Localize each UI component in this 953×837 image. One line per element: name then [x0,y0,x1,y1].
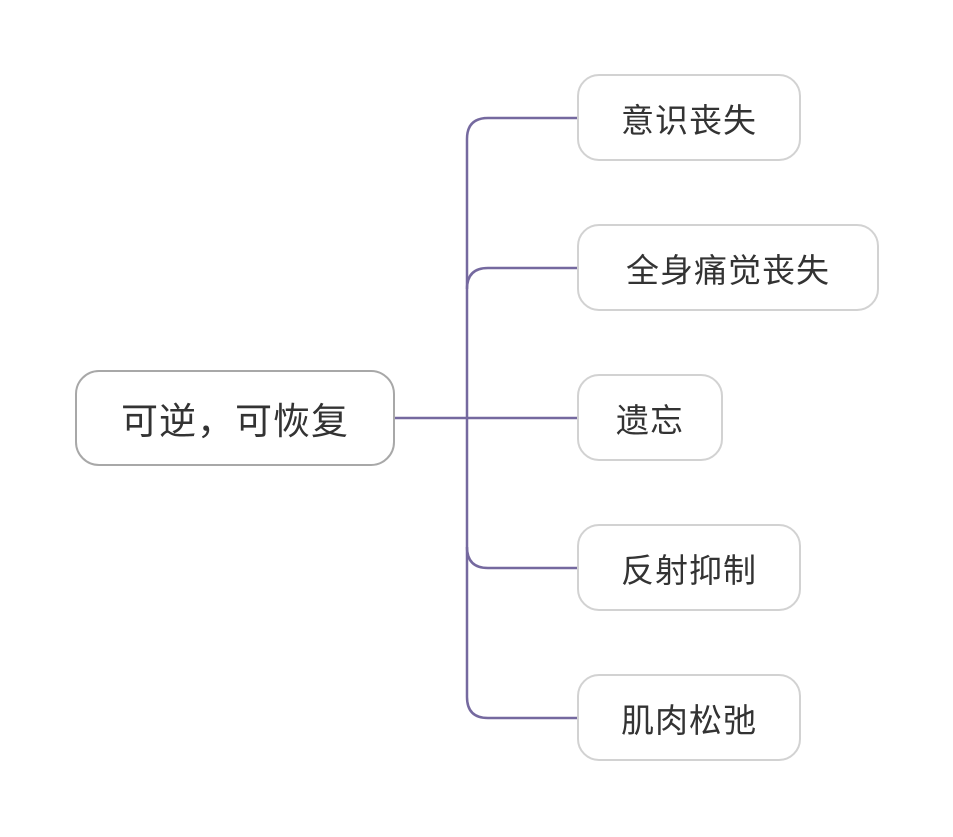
root-node[interactable]: 可逆，可恢复 [75,370,395,466]
root-node-label: 可逆，可恢复 [121,400,349,443]
child-node-analgesia[interactable]: 全身痛觉丧失 [577,224,879,311]
child-node-consciousness-loss[interactable]: 意识丧失 [577,74,801,161]
child-node-label: 遗忘 [616,400,684,440]
child-node-reflex-suppression[interactable]: 反射抑制 [577,524,801,611]
child-node-amnesia[interactable]: 遗忘 [577,374,723,461]
connector-child-3 [465,546,577,570]
connector-child-0 [465,116,577,720]
child-node-label: 意识丧失 [621,100,757,140]
child-node-label: 反射抑制 [621,550,757,590]
child-node-label: 肌肉松弛 [621,700,757,740]
child-node-label: 全身痛觉丧失 [626,250,830,290]
connector-child-1 [465,266,577,290]
child-node-muscle-relaxation[interactable]: 肌肉松弛 [577,674,801,761]
